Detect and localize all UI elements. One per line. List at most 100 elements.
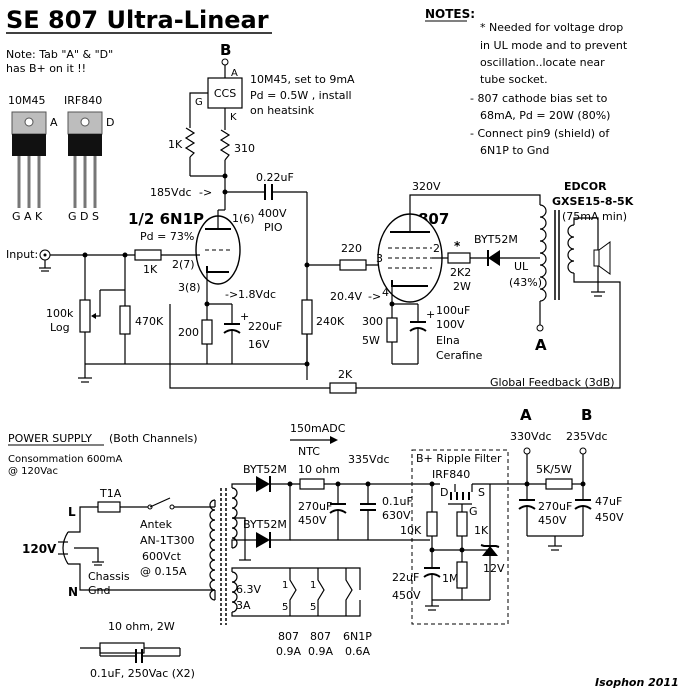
note-line: 68mA, Pd = 20W (80%) bbox=[480, 109, 610, 122]
pin-1-6: 1(6) bbox=[232, 212, 255, 225]
diode-byt52m-1 bbox=[256, 476, 270, 492]
zener-label: 12V bbox=[483, 562, 505, 575]
r-1k-ccs bbox=[184, 127, 196, 158]
cap-022-value: 0.22uF bbox=[256, 171, 294, 184]
svg-text:+: + bbox=[426, 308, 435, 321]
input-label: Input: bbox=[6, 248, 38, 261]
current-150: 150mADC bbox=[290, 422, 346, 435]
chassis-label: Chassis bbox=[88, 570, 130, 583]
ccs-desc-2: Pd = 0.5W , install bbox=[250, 89, 352, 102]
transformer-brand: EDCOR bbox=[564, 180, 607, 193]
part-10m45-tab: A bbox=[50, 116, 58, 129]
r-220-label: 220 bbox=[341, 242, 362, 255]
mains-voltage: 120V bbox=[22, 542, 57, 556]
r-1k-input bbox=[134, 249, 162, 261]
r-2k-feedback-label: 2K bbox=[338, 368, 353, 381]
fuse-t1a bbox=[97, 501, 121, 513]
cap-220uf-value: 220uF bbox=[248, 320, 282, 333]
ccs-desc-3: on heatsink bbox=[250, 104, 315, 117]
r-1k-gate bbox=[456, 511, 468, 537]
svg-text:->: -> bbox=[368, 290, 381, 303]
pin-4-label: 4 bbox=[382, 286, 389, 299]
output-transformer-symbol bbox=[539, 204, 575, 302]
svg-text:+: + bbox=[240, 310, 249, 323]
fuse-label: T1A bbox=[99, 487, 122, 500]
r-1m-label: 1M bbox=[442, 572, 459, 585]
driver-tube-label: 1/2 6N1P bbox=[128, 210, 204, 228]
ul-label: UL bbox=[514, 260, 529, 273]
speaker-icon bbox=[593, 241, 611, 275]
cap-022-type: PIO bbox=[264, 221, 283, 234]
pin-3-label: 3 bbox=[376, 252, 383, 265]
cap-270b-value: 270uF bbox=[538, 500, 572, 513]
note-line: * Needed for voltage drop bbox=[480, 21, 623, 34]
mos-g: G bbox=[469, 505, 478, 518]
load-current: 0.9A bbox=[308, 645, 333, 658]
r-470k-label: 470K bbox=[135, 315, 164, 328]
r-10k-label: 10K bbox=[400, 524, 422, 537]
r-1k-gate-label: 1K bbox=[474, 524, 489, 537]
r-240k bbox=[301, 299, 313, 335]
v-204-label: 20.4V bbox=[330, 290, 362, 303]
zener-12v bbox=[482, 546, 498, 556]
pin-2-label: 2 bbox=[433, 242, 440, 255]
r-300 bbox=[386, 317, 398, 343]
heater-pin-5: 5 bbox=[282, 602, 288, 613]
driver-pd: Pd = 73% bbox=[140, 230, 194, 243]
load-name: 6N1P bbox=[343, 630, 372, 643]
chassis-gnd: Gnd bbox=[88, 584, 110, 597]
power-title: POWER SUPPLY bbox=[8, 432, 92, 445]
part-irf840-pins: G D S bbox=[68, 210, 99, 223]
ripple-title: B+ Ripple Filter bbox=[416, 452, 502, 465]
snubber-resistor-label: 10 ohm, 2W bbox=[108, 620, 175, 633]
diode-byt52m-2 bbox=[256, 532, 270, 548]
cap-01-voltage: 630V bbox=[382, 509, 411, 522]
cap-01-value: 0.1uF bbox=[382, 495, 413, 508]
ccs-pin-k: K bbox=[230, 112, 237, 123]
diode-2-label: BYT52M bbox=[243, 518, 287, 531]
pin-2-7: 2(7) bbox=[172, 258, 195, 271]
b-output-node: B bbox=[581, 406, 592, 424]
v-320-label: 320V bbox=[412, 180, 441, 193]
r-470k bbox=[119, 305, 131, 335]
a-node-label: A bbox=[535, 336, 547, 354]
ccs-pin-g: G bbox=[195, 97, 203, 108]
a-output-node: A bbox=[520, 406, 532, 424]
heater-filament-6n1p bbox=[345, 568, 353, 616]
r-220 bbox=[339, 259, 367, 271]
ntc-label: NTC bbox=[298, 445, 320, 458]
cap-47-voltage: 450V bbox=[595, 511, 624, 524]
heater-filament-807-b bbox=[317, 568, 325, 616]
r-10k bbox=[426, 511, 438, 537]
pot-100k[interactable] bbox=[79, 299, 91, 333]
r-1m bbox=[456, 561, 468, 589]
v-185-label: 185Vdc bbox=[150, 186, 192, 199]
note-line: tube socket. bbox=[480, 73, 548, 86]
cap-47-value: 47uF bbox=[595, 495, 622, 508]
tab-note-2: has B+ on it !! bbox=[6, 62, 86, 75]
r-240k-label: 240K bbox=[316, 315, 345, 328]
v-18-label: 1.8Vdc bbox=[238, 288, 276, 301]
ntc-value: 10 ohm bbox=[298, 463, 340, 476]
mains-plug-icon[interactable] bbox=[58, 531, 69, 565]
line-n: N bbox=[68, 585, 78, 599]
mos-s: S bbox=[478, 486, 485, 499]
cap-022-voltage: 400V bbox=[258, 207, 287, 220]
cap-270b-voltage: 450V bbox=[538, 514, 567, 527]
ntc-thermistor bbox=[299, 478, 325, 490]
transformer-model: GXSE15-8-5K bbox=[552, 195, 634, 208]
note-line: 6N1P to Gnd bbox=[480, 144, 549, 157]
ccs-label: CCS bbox=[214, 87, 236, 100]
transformer-current: (75mA min) bbox=[562, 210, 627, 223]
r-310 bbox=[219, 129, 231, 161]
r-2k2-value: 2K2 bbox=[450, 266, 471, 279]
antek-current: @ 0.15A bbox=[140, 565, 187, 578]
credit: Isophon 2011 bbox=[595, 676, 679, 689]
cap-220uf-voltage: 16V bbox=[248, 338, 270, 351]
pin-3-8: 3(8) bbox=[178, 281, 201, 294]
to220-10m45-icon: 10M45 A G A K bbox=[8, 94, 58, 223]
ripple-filter-box bbox=[411, 449, 509, 625]
pot-taper: Log bbox=[50, 321, 70, 334]
tab-note-1: Note: Tab "A" & "D" bbox=[6, 48, 113, 61]
